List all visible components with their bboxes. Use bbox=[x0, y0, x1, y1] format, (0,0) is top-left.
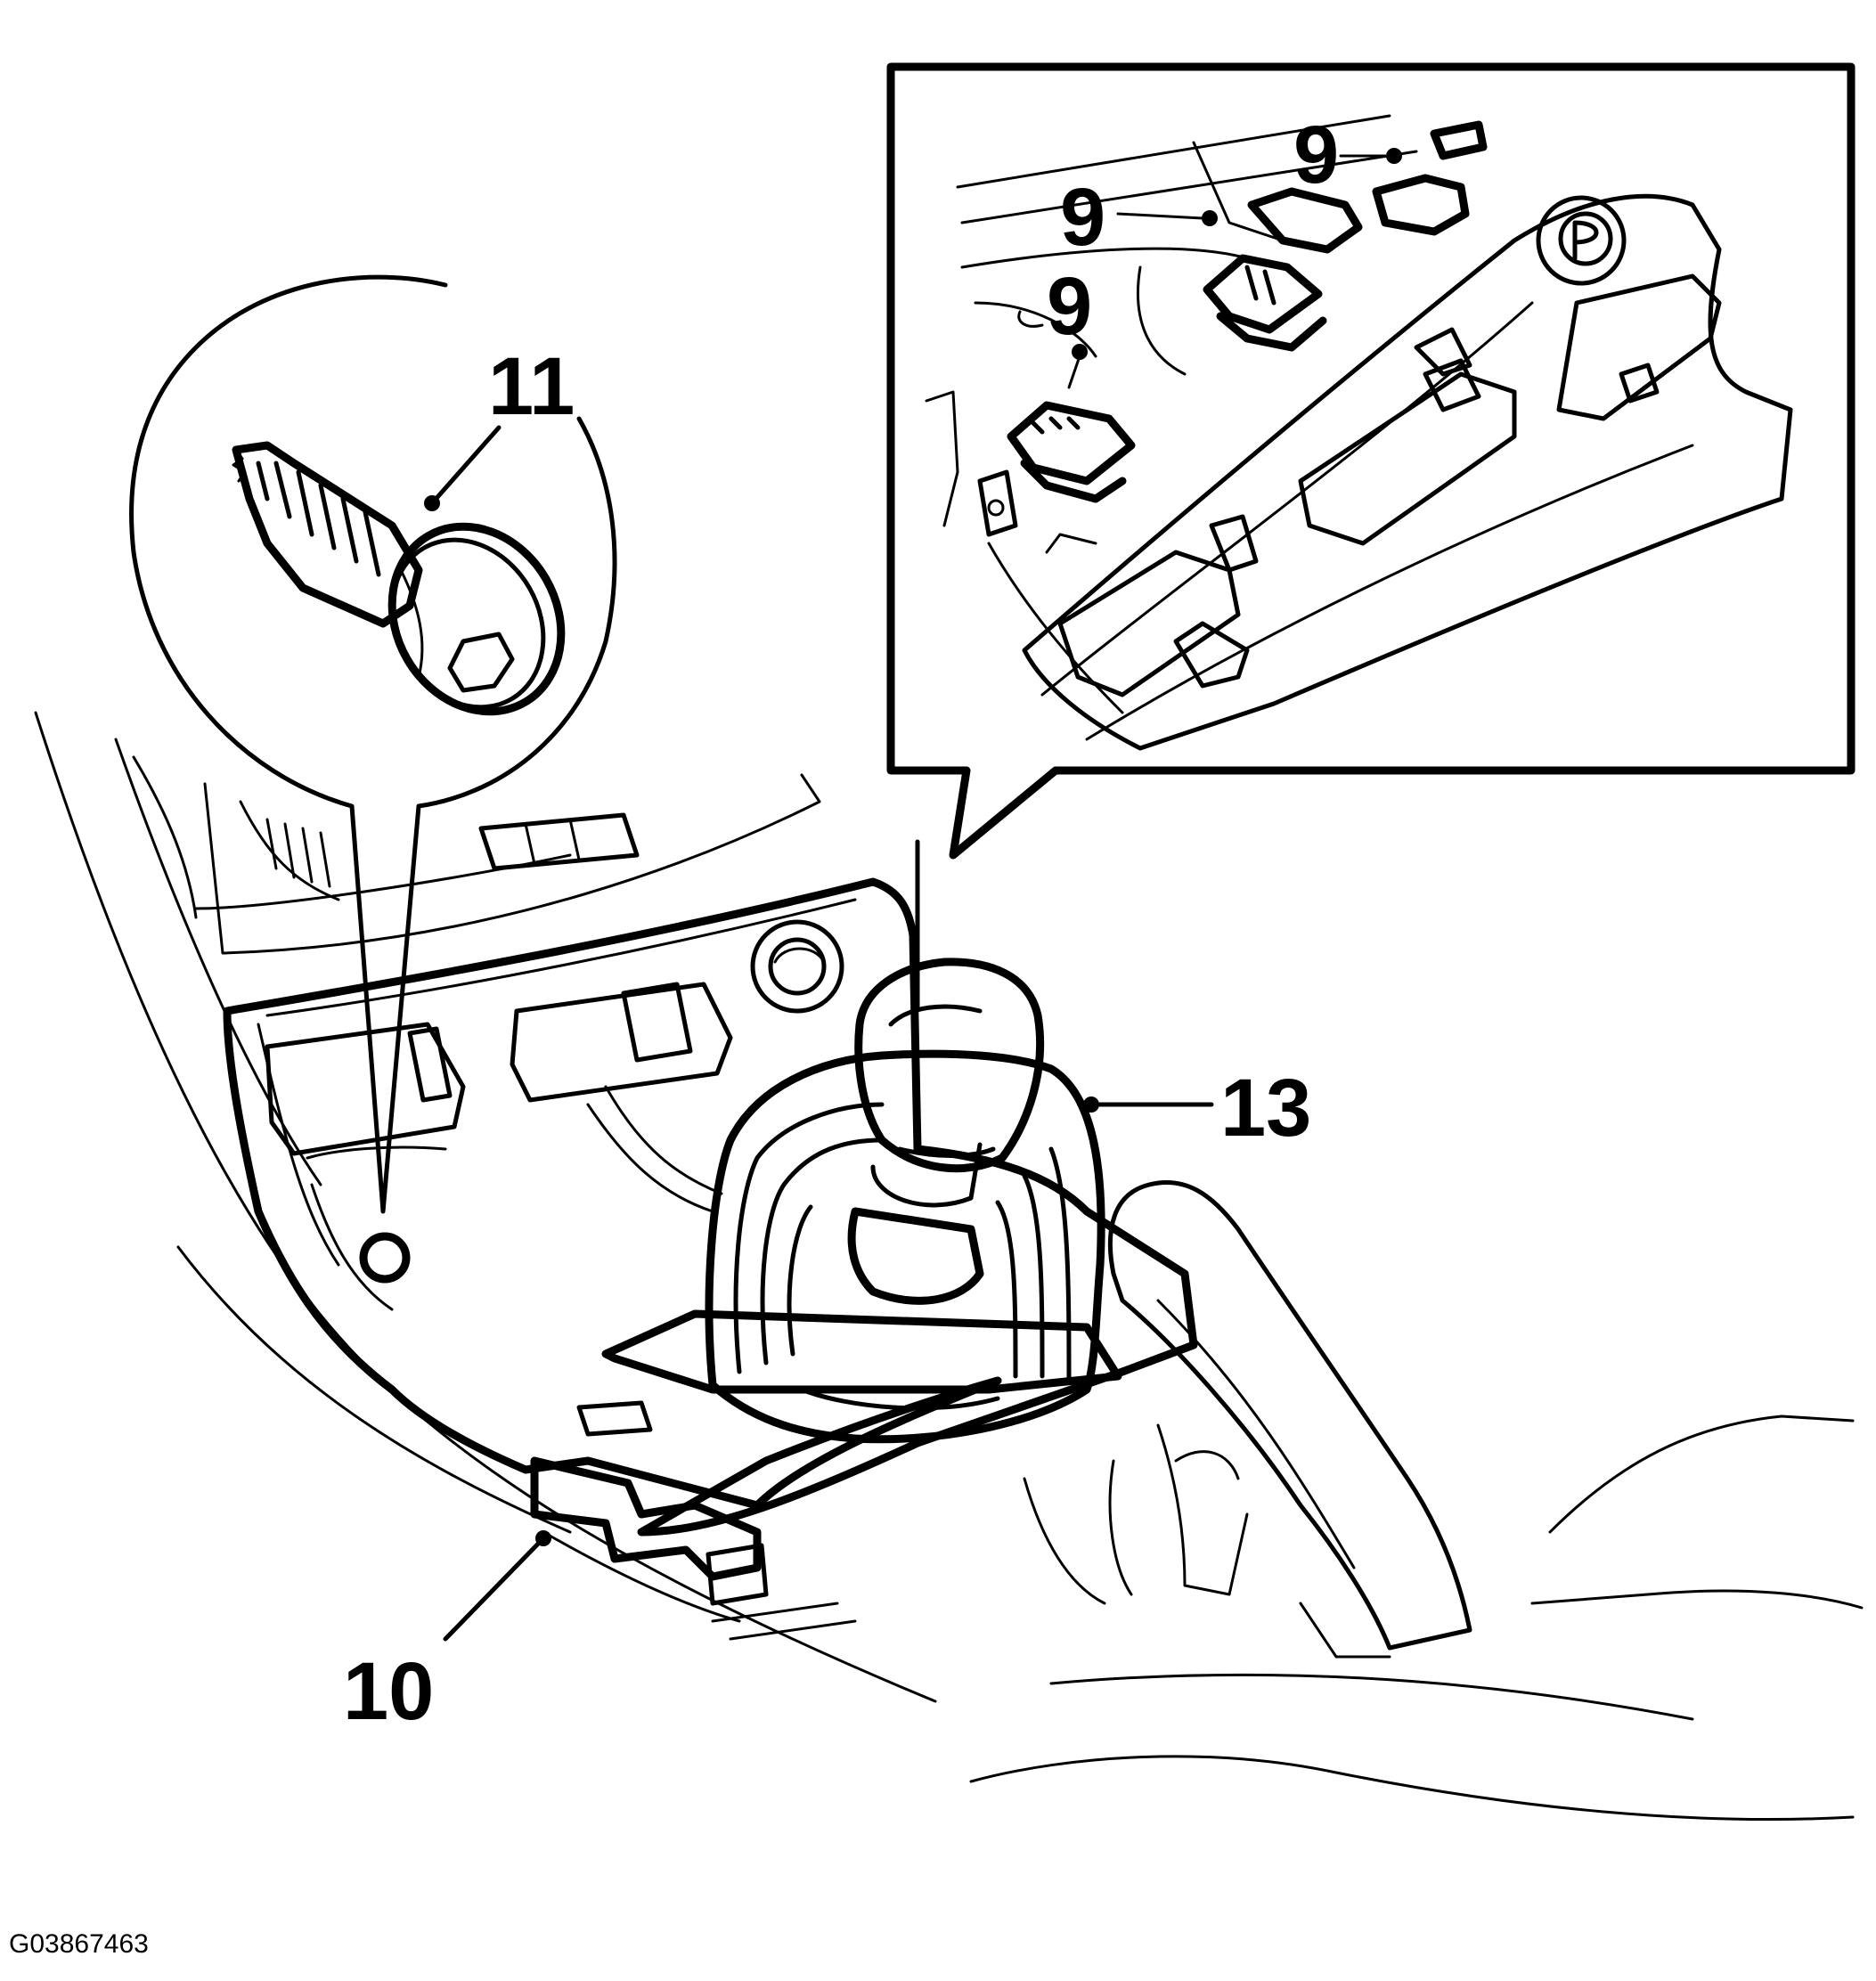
switch-connector-inset bbox=[886, 62, 1856, 1009]
gear-lever-boot bbox=[601, 958, 1122, 1444]
console-trim-panel bbox=[223, 877, 1198, 1641]
callout-label-13: 13 bbox=[1220, 1063, 1311, 1154]
armrest bbox=[1023, 1179, 1472, 1659]
callout-label-9: 9 bbox=[1293, 110, 1339, 200]
center-stack bbox=[132, 755, 821, 955]
callout-label-10: 10 bbox=[343, 1646, 434, 1737]
interior-background-lines bbox=[34, 711, 1864, 1822]
callout-label-9: 9 bbox=[1047, 261, 1092, 352]
figure-id: G03867463 bbox=[9, 1929, 149, 1959]
callout-leaders bbox=[424, 148, 1402, 1642]
screw-detail-inset bbox=[129, 274, 617, 1214]
connector-icon bbox=[1007, 120, 1488, 503]
screw-icon bbox=[232, 441, 566, 716]
callout-label-11: 11 bbox=[488, 341, 575, 432]
callout-label-9: 9 bbox=[1060, 172, 1105, 263]
